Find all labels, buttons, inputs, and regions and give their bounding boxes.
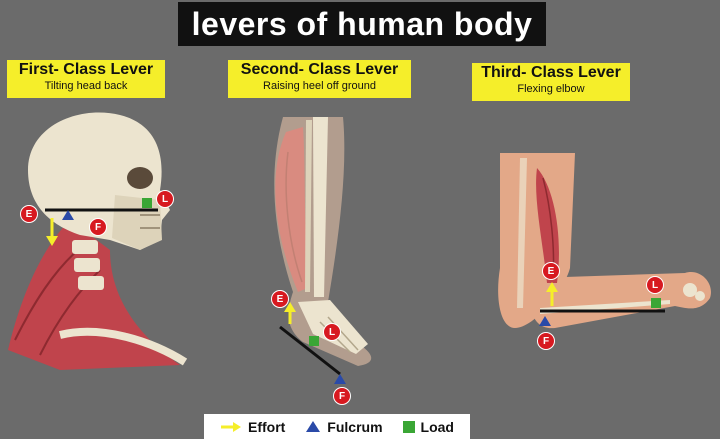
second-class-lever-title: Second- Class Lever: [240, 61, 399, 78]
third-class-lever-label: Third- Class Lever Flexing elbow: [472, 63, 630, 101]
skull-neck-illustration: [8, 112, 188, 370]
fulcrum-marker: F: [537, 332, 555, 350]
legend-load-label: Load: [420, 418, 454, 435]
legend-fulcrum: Fulcrum: [305, 418, 383, 435]
second-class-lever-label: Second- Class Lever Raising heel off gro…: [228, 60, 411, 98]
leg-foot-illustration: [274, 117, 372, 384]
legend: Effort Fulcrum Load: [204, 414, 470, 439]
load-marker: L: [646, 276, 664, 294]
third-class-lever-title: Third- Class Lever: [481, 64, 621, 81]
legend-effort-label: Effort: [247, 418, 286, 435]
first-class-lever-label: First- Class Lever Tilting head back: [7, 60, 165, 98]
effort-arrow-icon: [220, 421, 241, 432]
first-class-lever-subtitle: Tilting head back: [44, 80, 128, 92]
load-marker: L: [323, 323, 341, 341]
legend-load: Load: [402, 418, 454, 435]
effort-marker: E: [20, 205, 38, 223]
fulcrum-marker: F: [89, 218, 107, 236]
arm-elbow-illustration: [498, 153, 711, 329]
first-class-lever-title: First- Class Lever: [18, 61, 154, 78]
load-square-icon: [402, 420, 415, 433]
effort-marker: E: [542, 262, 560, 280]
fulcrum-marker: F: [333, 387, 351, 405]
page-title: levers of human body: [178, 2, 546, 46]
second-class-lever-subtitle: Raising heel off ground: [263, 80, 376, 92]
load-marker: L: [156, 190, 174, 208]
effort-marker: E: [271, 290, 289, 308]
fulcrum-triangle-icon: [306, 421, 321, 432]
legend-effort: Effort: [220, 419, 285, 435]
legend-fulcrum-label: Fulcrum: [327, 418, 383, 435]
third-class-lever-subtitle: Flexing elbow: [517, 83, 585, 95]
